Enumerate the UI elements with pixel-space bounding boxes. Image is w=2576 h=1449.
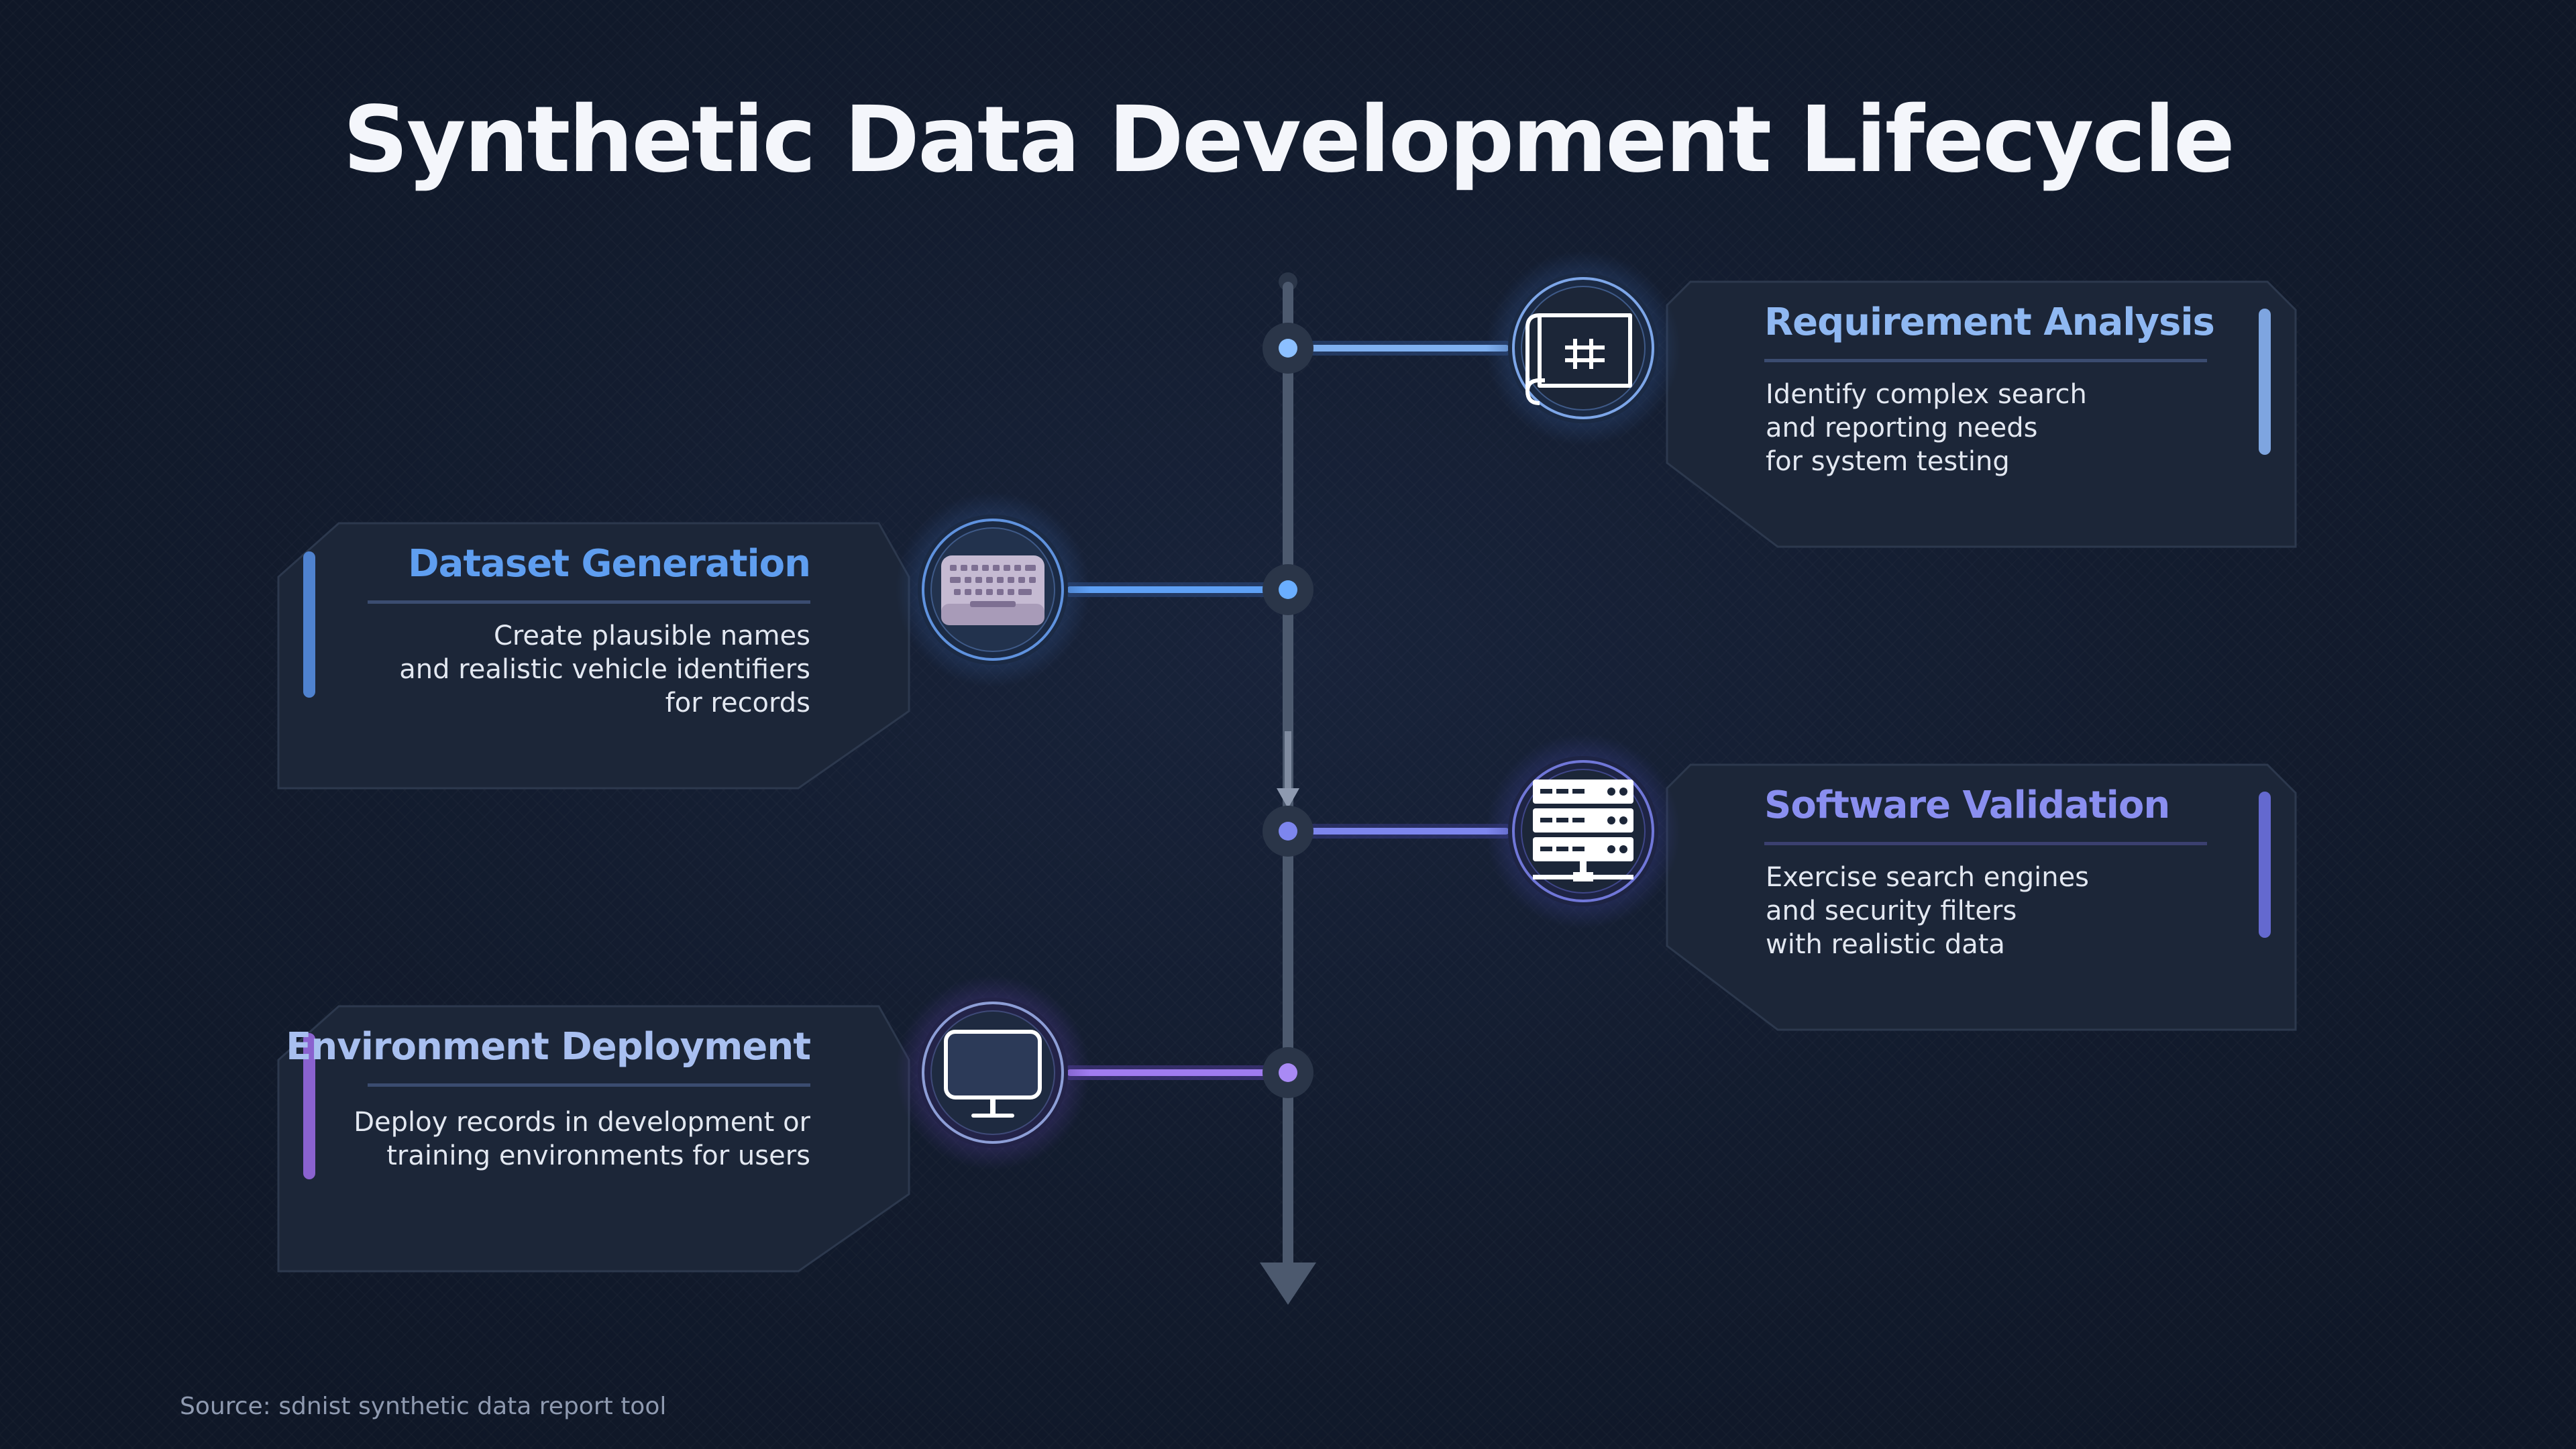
step-description: Identify complex search and reporting ne…: [1766, 378, 2087, 478]
timeline-spine: [1260, 272, 1316, 1305]
keyboard-icon: [941, 555, 1044, 625]
step-description-line: for system testing: [1766, 446, 2010, 477]
step-description: Deploy records in development or trainin…: [354, 1106, 810, 1173]
step-title: Requirement Analysis: [1764, 301, 2215, 344]
step-title: Software Validation: [1764, 784, 2170, 827]
step-title: Dataset Generation: [408, 542, 811, 586]
step-description-line: and security filters: [1766, 896, 2017, 926]
badge-software-validation: [1486, 734, 1680, 928]
connector-environment-deployment: [1067, 1047, 1313, 1098]
step-description-line: with realistic data: [1766, 929, 2005, 960]
step-card-dataset-generation: [277, 522, 910, 790]
spine-arrowhead-icon: [1260, 1263, 1316, 1305]
step-description-line: and reporting needs: [1766, 413, 2038, 443]
badge-requirement-analysis: [1486, 251, 1680, 445]
badge-dataset-generation: [896, 492, 1090, 687]
step-description-line: Deploy records in development or: [354, 1107, 810, 1138]
page-title: Synthetic Data Development Lifecycle: [343, 87, 2235, 193]
step-title: Environment Deployment: [286, 1025, 811, 1069]
step-description-line: Exercise search engines: [1766, 862, 2090, 893]
monitor-icon: [944, 1030, 1042, 1118]
step-description-line: Create plausible names: [493, 621, 810, 651]
step-description-line: for records: [665, 688, 810, 718]
step-description-line: Identify complex search: [1766, 379, 2087, 410]
step-description-line: and realistic vehicle identifiers: [399, 654, 810, 685]
step-description: Exercise search engines and security fil…: [1766, 861, 2089, 961]
connector-dataset-generation: [1067, 564, 1313, 615]
step-card-environment-deployment: [277, 1005, 910, 1273]
connector-requirement-analysis: [1263, 323, 1509, 374]
server-icon: [1533, 780, 1633, 881]
flow-arrow-icon: [1277, 788, 1299, 808]
step-description-line: training environments for users: [386, 1140, 810, 1171]
badge-environment-deployment: [896, 975, 1090, 1170]
step-description: Create plausible names and realistic veh…: [399, 619, 810, 720]
connector-software-validation: [1263, 806, 1509, 857]
source-note: Source: sdnist synthetic data report too…: [180, 1393, 667, 1420]
blueprint-icon: [1525, 313, 1632, 405]
